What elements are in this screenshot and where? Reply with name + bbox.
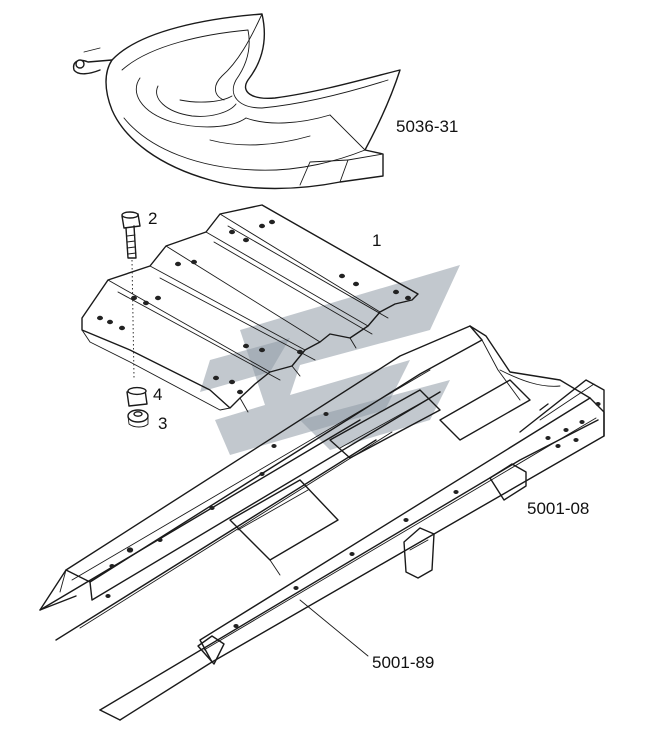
mounting-plate xyxy=(81,204,419,413)
callout-frame-assembly: 5001-08 xyxy=(527,499,589,518)
callout-nut: 3 xyxy=(158,414,167,433)
frame-assembly xyxy=(39,325,605,721)
leader-cross-member xyxy=(299,599,369,657)
fifth-wheel-assembly xyxy=(72,13,401,190)
callout-mounting-plate: 1 xyxy=(372,231,381,250)
frame-rivet-holes xyxy=(105,402,601,628)
callout-fifth-wheel: 5036-31 xyxy=(396,117,458,136)
fastener-axis-line xyxy=(131,259,135,379)
mounting-plate-holes xyxy=(97,219,411,395)
callout-cross-member: 5001-89 xyxy=(372,653,434,672)
leader-lines xyxy=(299,599,369,657)
bolt xyxy=(121,211,141,259)
callout-bolt: 2 xyxy=(148,209,157,228)
washer xyxy=(126,386,148,407)
nut xyxy=(127,409,149,428)
callout-washer: 4 xyxy=(153,385,162,404)
watermark-logo-icon xyxy=(200,265,460,455)
